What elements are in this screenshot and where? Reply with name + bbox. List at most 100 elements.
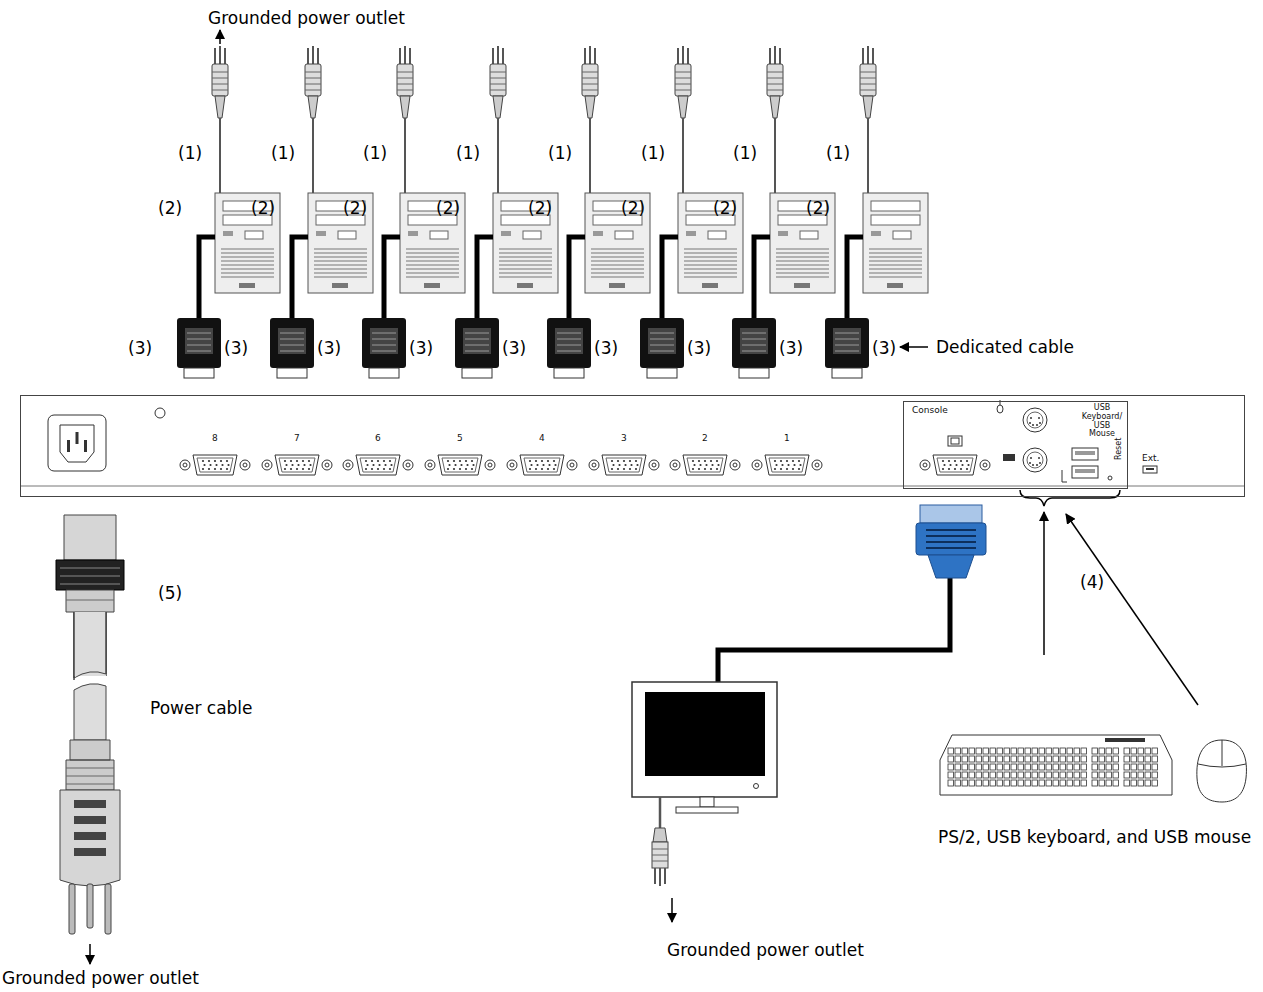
keyboard bbox=[1145, 780, 1151, 786]
computer-tower bbox=[702, 283, 718, 288]
panel-details bbox=[48, 415, 106, 471]
kvm-cable bbox=[477, 237, 493, 320]
keyboard bbox=[1046, 748, 1052, 754]
keyboard bbox=[969, 748, 975, 754]
keyboard bbox=[1113, 756, 1119, 762]
computer-tower bbox=[430, 231, 448, 239]
computer-port bbox=[378, 464, 380, 466]
console-port bbox=[942, 468, 944, 470]
computer-tower bbox=[778, 231, 788, 236]
computer-port bbox=[624, 464, 626, 466]
panel-label: Reset bbox=[1114, 438, 1123, 460]
computer-port bbox=[507, 455, 577, 475]
computer-tower bbox=[591, 257, 644, 258]
db15-connector bbox=[187, 339, 211, 340]
power-plug bbox=[212, 90, 228, 91]
vga-cable bbox=[920, 505, 982, 523]
console-port bbox=[920, 460, 930, 470]
mouse bbox=[1197, 740, 1247, 802]
arrow bbox=[220, 30, 221, 44]
computer-tower bbox=[591, 261, 644, 262]
monitor bbox=[754, 784, 759, 789]
keyboard bbox=[1032, 764, 1038, 770]
computer-tower bbox=[869, 265, 922, 266]
power-plug bbox=[582, 78, 598, 79]
keyboard bbox=[969, 764, 975, 770]
keyboard bbox=[990, 748, 996, 754]
power-cable bbox=[74, 848, 106, 856]
console-icons bbox=[948, 400, 1157, 482]
power-plug bbox=[589, 118, 591, 194]
monitor bbox=[659, 868, 661, 886]
computer-port bbox=[755, 463, 759, 467]
power-plug bbox=[682, 118, 684, 194]
keyboard bbox=[948, 764, 954, 770]
computer-tower bbox=[609, 283, 625, 288]
db15-connector bbox=[650, 351, 674, 352]
computer-port bbox=[471, 460, 473, 462]
power-plug bbox=[585, 96, 595, 118]
computer-port bbox=[629, 460, 631, 462]
computer-port bbox=[389, 468, 391, 470]
console-port bbox=[949, 464, 951, 466]
keyboard bbox=[969, 756, 975, 762]
callout-number: (2) bbox=[158, 198, 182, 218]
power-plug bbox=[860, 84, 876, 85]
console-icons bbox=[1029, 422, 1031, 424]
computer-port bbox=[798, 460, 800, 462]
computer-port bbox=[780, 468, 782, 470]
keyboard bbox=[1053, 756, 1059, 762]
computer-tower bbox=[776, 249, 829, 250]
keyboard bbox=[1081, 772, 1087, 778]
vga-cable bbox=[926, 529, 976, 531]
power-plug bbox=[774, 118, 776, 194]
console-icons bbox=[1036, 424, 1038, 426]
keyboard bbox=[1099, 748, 1105, 754]
power-plug bbox=[675, 78, 691, 79]
keyboard bbox=[1092, 748, 1098, 754]
computer-tower bbox=[708, 231, 726, 239]
computer-tower bbox=[499, 265, 552, 266]
computer-tower bbox=[314, 265, 367, 266]
keyboard bbox=[1053, 748, 1059, 754]
power-plug bbox=[400, 96, 410, 118]
computer-port bbox=[302, 468, 304, 470]
computer-tower bbox=[400, 193, 465, 293]
panel-label: 3 bbox=[621, 433, 627, 443]
keyboard bbox=[1138, 764, 1144, 770]
power-plug bbox=[219, 46, 221, 64]
keyboard bbox=[1145, 772, 1151, 778]
kvm-cable bbox=[754, 237, 770, 320]
computer-port bbox=[425, 460, 435, 470]
console-icons bbox=[1036, 464, 1038, 466]
keyboard bbox=[1152, 748, 1158, 754]
computer-port bbox=[215, 464, 217, 466]
computer-port bbox=[275, 455, 319, 475]
computer-port bbox=[792, 468, 794, 470]
keyboard bbox=[1067, 756, 1073, 762]
power-plug bbox=[399, 48, 401, 64]
kvm-cable bbox=[477, 237, 493, 320]
console-port bbox=[920, 455, 990, 475]
computer-tower bbox=[794, 283, 810, 288]
db15-connector bbox=[280, 351, 304, 352]
computer-port bbox=[309, 464, 311, 466]
power-plug bbox=[582, 64, 598, 96]
computer-port bbox=[780, 460, 782, 462]
power-cable bbox=[60, 584, 120, 585]
mouse bbox=[1198, 740, 1246, 767]
power-plug bbox=[397, 90, 413, 91]
computer-tower bbox=[314, 249, 367, 250]
power-cable bbox=[74, 672, 106, 678]
computer-port bbox=[202, 460, 204, 462]
computer-tower bbox=[684, 273, 737, 274]
db15-connector bbox=[547, 318, 591, 378]
note-label: Power cable bbox=[150, 698, 253, 718]
computer-port bbox=[529, 468, 531, 470]
monitor bbox=[664, 868, 666, 884]
computer-tower bbox=[308, 193, 373, 293]
callout-number: (5) bbox=[158, 583, 182, 603]
computer-port bbox=[372, 464, 374, 466]
keyboard bbox=[1124, 756, 1130, 762]
computer-port bbox=[365, 460, 367, 462]
